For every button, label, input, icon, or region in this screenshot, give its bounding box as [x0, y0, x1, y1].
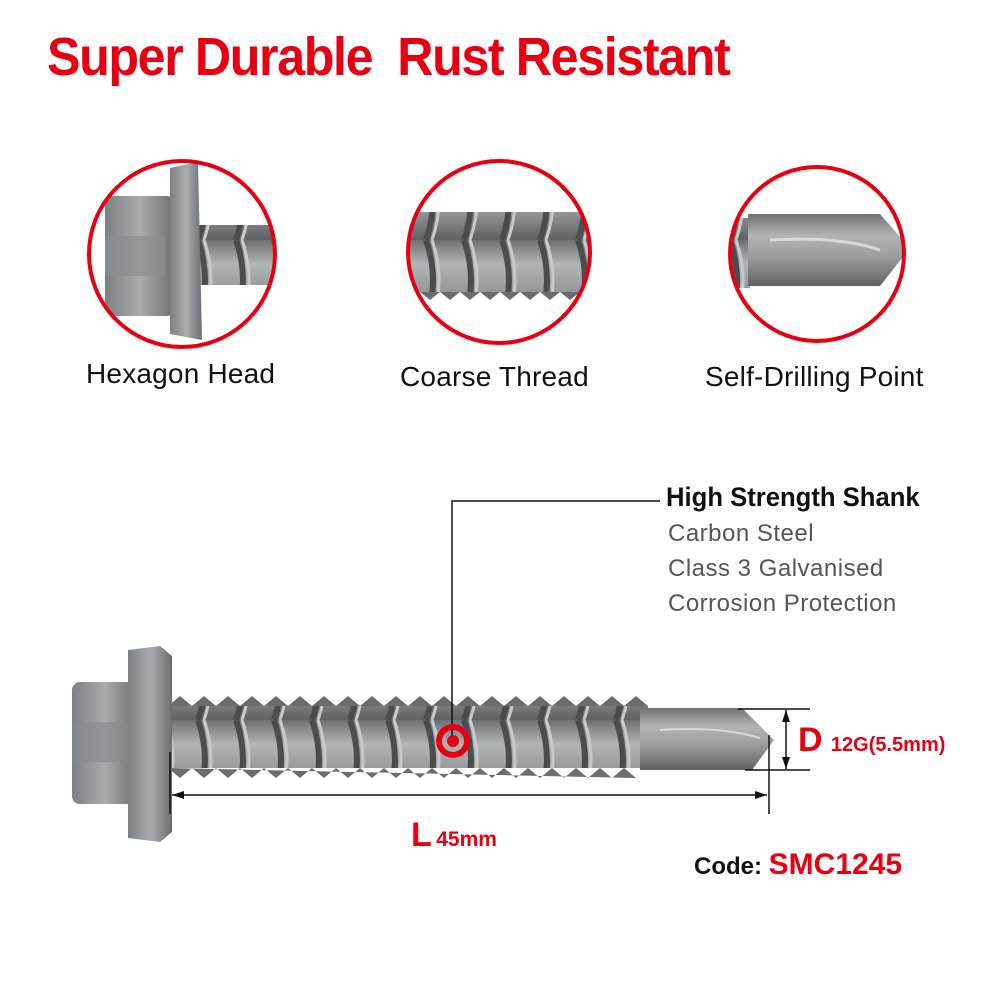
screw-image	[72, 646, 774, 842]
length-label: L 45mm	[411, 815, 497, 862]
arrow-up-icon	[782, 710, 790, 722]
product-code: Code: SMC1245	[694, 848, 902, 882]
diameter-symbol: D	[798, 721, 823, 759]
spec-leader-line	[436, 500, 660, 758]
feature-circle	[406, 159, 592, 345]
headline: Super Durable Rust Resistant	[47, 27, 731, 87]
target-marker-icon	[436, 724, 470, 758]
arrow-right-icon	[755, 791, 767, 799]
feature-circle	[87, 159, 277, 349]
length-dimension-line	[169, 735, 770, 814]
spec-item-coating: Class 3 Galvanised	[668, 555, 884, 582]
diameter-dimension-line	[738, 708, 810, 771]
feature-label-self-drilling-point: Self-Drilling Point	[705, 361, 924, 392]
spec-item-protection: Corrosion Protection	[668, 590, 897, 617]
length-value: 45mm	[436, 828, 497, 851]
coarse-thread-closeup-icon	[408, 212, 590, 300]
drill-point-closeup-icon	[730, 214, 904, 288]
arrow-left-icon	[172, 791, 184, 799]
diameter-label: D 12G(5.5mm)	[798, 722, 945, 763]
hex-head-closeup-icon	[105, 162, 275, 340]
spec-title: High Strength Shank	[666, 482, 920, 512]
length-symbol: L	[411, 816, 432, 854]
product-code-value: SMC1245	[768, 848, 903, 881]
feature-circle	[728, 165, 906, 343]
spec-item-material: Carbon Steel	[668, 520, 815, 547]
feature-label-coarse-thread: Coarse Thread	[400, 361, 589, 392]
diameter-value: 12G(5.5mm)	[830, 734, 946, 756]
feature-label-hexagon-head: Hexagon Head	[86, 358, 276, 389]
arrow-down-icon	[782, 757, 790, 769]
product-code-label: Code:	[694, 853, 762, 880]
